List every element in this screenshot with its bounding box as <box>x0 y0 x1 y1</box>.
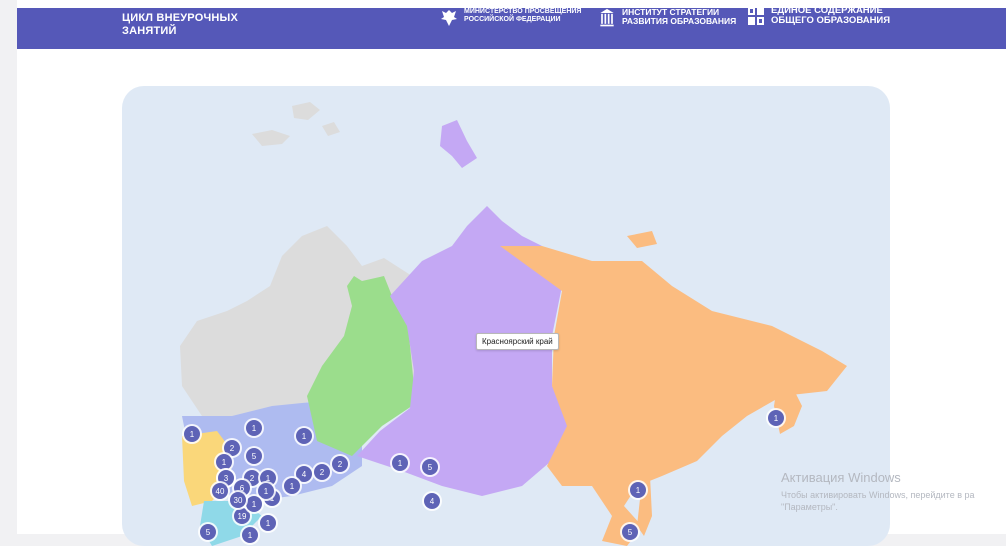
cluster-marker[interactable]: 5 <box>244 446 264 466</box>
cluster-count: 1 <box>398 459 403 468</box>
region-krasnoyarsk-purple[interactable] <box>357 206 572 496</box>
cluster-marker[interactable]: 2 <box>312 462 332 482</box>
cluster-marker[interactable]: 1 <box>182 424 202 444</box>
cluster-count: 2 <box>320 468 325 477</box>
cluster-count: 1 <box>222 458 227 467</box>
cluster-count: 5 <box>628 528 633 537</box>
ministry-logo[interactable]: МИНИСТЕРСТВО ПРОСВЕЩЕНИЯ РОССИЙСКОЙ ФЕДЕ… <box>440 8 581 36</box>
cluster-count: 1 <box>190 430 195 439</box>
cluster-count: 30 <box>234 496 243 505</box>
cluster-count: 1 <box>266 474 271 483</box>
cluster-count: 2 <box>338 460 343 469</box>
region-urals-green[interactable] <box>307 276 414 456</box>
cluster-count: 3 <box>224 474 229 483</box>
edinoe-soderzhanie-logo[interactable]: ЕДИНОЕ СОДЕРЖАНИЕ ОБЩЕГО ОБРАЗОВАНИЯ <box>747 6 890 34</box>
cluster-marker[interactable]: 1 <box>240 525 260 545</box>
russia-regions-map[interactable]: 111214532142211541406119113051115 <box>122 86 890 546</box>
cluster-count: 40 <box>216 487 225 496</box>
cluster-count: 1 <box>266 519 271 528</box>
region-sakhalin[interactable] <box>637 476 652 536</box>
cluster-marker[interactable]: 5 <box>620 522 640 542</box>
cluster-count: 1 <box>248 531 253 540</box>
cluster-marker[interactable]: 1 <box>282 476 302 496</box>
cluster-marker[interactable]: 1 <box>294 426 314 446</box>
cluster-count: 1 <box>636 486 641 495</box>
cluster-count: 1 <box>302 432 307 441</box>
cluster-count: 5 <box>206 528 211 537</box>
cluster-marker[interactable]: 5 <box>198 522 218 542</box>
project-title[interactable]: ЦИКЛ ВНЕУРОЧНЫХ ЗАНЯТИЙ <box>122 12 239 37</box>
institute-logo[interactable]: ИНСТИТУТ СТРАТЕГИИ РАЗВИТИЯ ОБРАЗОВАНИЯ <box>598 8 736 36</box>
cluster-marker[interactable]: 1 <box>628 480 648 500</box>
region-far-east-orange[interactable] <box>500 246 847 546</box>
cluster-marker[interactable]: 1 <box>258 513 278 533</box>
cluster-count: 19 <box>238 512 247 521</box>
region-severnaya-zemlya[interactable] <box>440 120 477 168</box>
ministry-eagle-icon <box>441 10 457 26</box>
cluster-marker[interactable]: 1 <box>766 408 786 428</box>
cluster-marker[interactable]: 1 <box>244 494 264 514</box>
cluster-count: 1 <box>252 500 257 509</box>
region-kola-peninsula[interactable] <box>272 258 334 296</box>
cluster-count: 5 <box>428 463 433 472</box>
institute-building-icon <box>600 8 614 27</box>
windows-activation-watermark: Активация Windows Чтобы активировать Win… <box>781 470 975 512</box>
russia-map-card: 111214532142211541406119113051115 <box>122 86 890 546</box>
cluster-count: 6 <box>240 484 245 493</box>
cluster-count: 1 <box>252 424 257 433</box>
cluster-marker[interactable]: 5 <box>420 457 440 477</box>
cluster-count: 4 <box>302 470 307 479</box>
cluster-count: 5 <box>252 452 257 461</box>
cluster-marker[interactable]: 30 <box>228 490 248 510</box>
cluster-marker[interactable]: 1 <box>244 418 264 438</box>
cluster-marker[interactable]: 1 <box>256 481 276 501</box>
cluster-marker[interactable]: 2 <box>330 454 350 474</box>
marker-layer: 111214532142211541406119113051115 <box>182 408 786 545</box>
cluster-marker[interactable]: 1 <box>390 453 410 473</box>
cluster-count: 1 <box>264 487 269 496</box>
cluster-count: 1 <box>290 482 295 491</box>
cluster-count: 2 <box>230 444 235 453</box>
cluster-count: 2 <box>250 474 255 483</box>
cluster-count: 1 <box>774 414 779 423</box>
region-novosibirsk-islands[interactable] <box>627 231 657 248</box>
site-header: ЦИКЛ ВНЕУРОЧНЫХ ЗАНЯТИЙ МИНИСТЕРСТВО ПРО… <box>17 6 1006 49</box>
cluster-marker[interactable]: 1 <box>214 452 234 472</box>
cluster-count: 4 <box>430 497 435 506</box>
cluster-marker[interactable]: 4 <box>422 491 442 511</box>
region-tooltip: Красноярский край <box>476 333 559 350</box>
region-arctic-islands[interactable] <box>252 102 340 146</box>
edinoe-squares-icon <box>748 7 764 25</box>
cluster-marker[interactable]: 40 <box>210 481 230 501</box>
